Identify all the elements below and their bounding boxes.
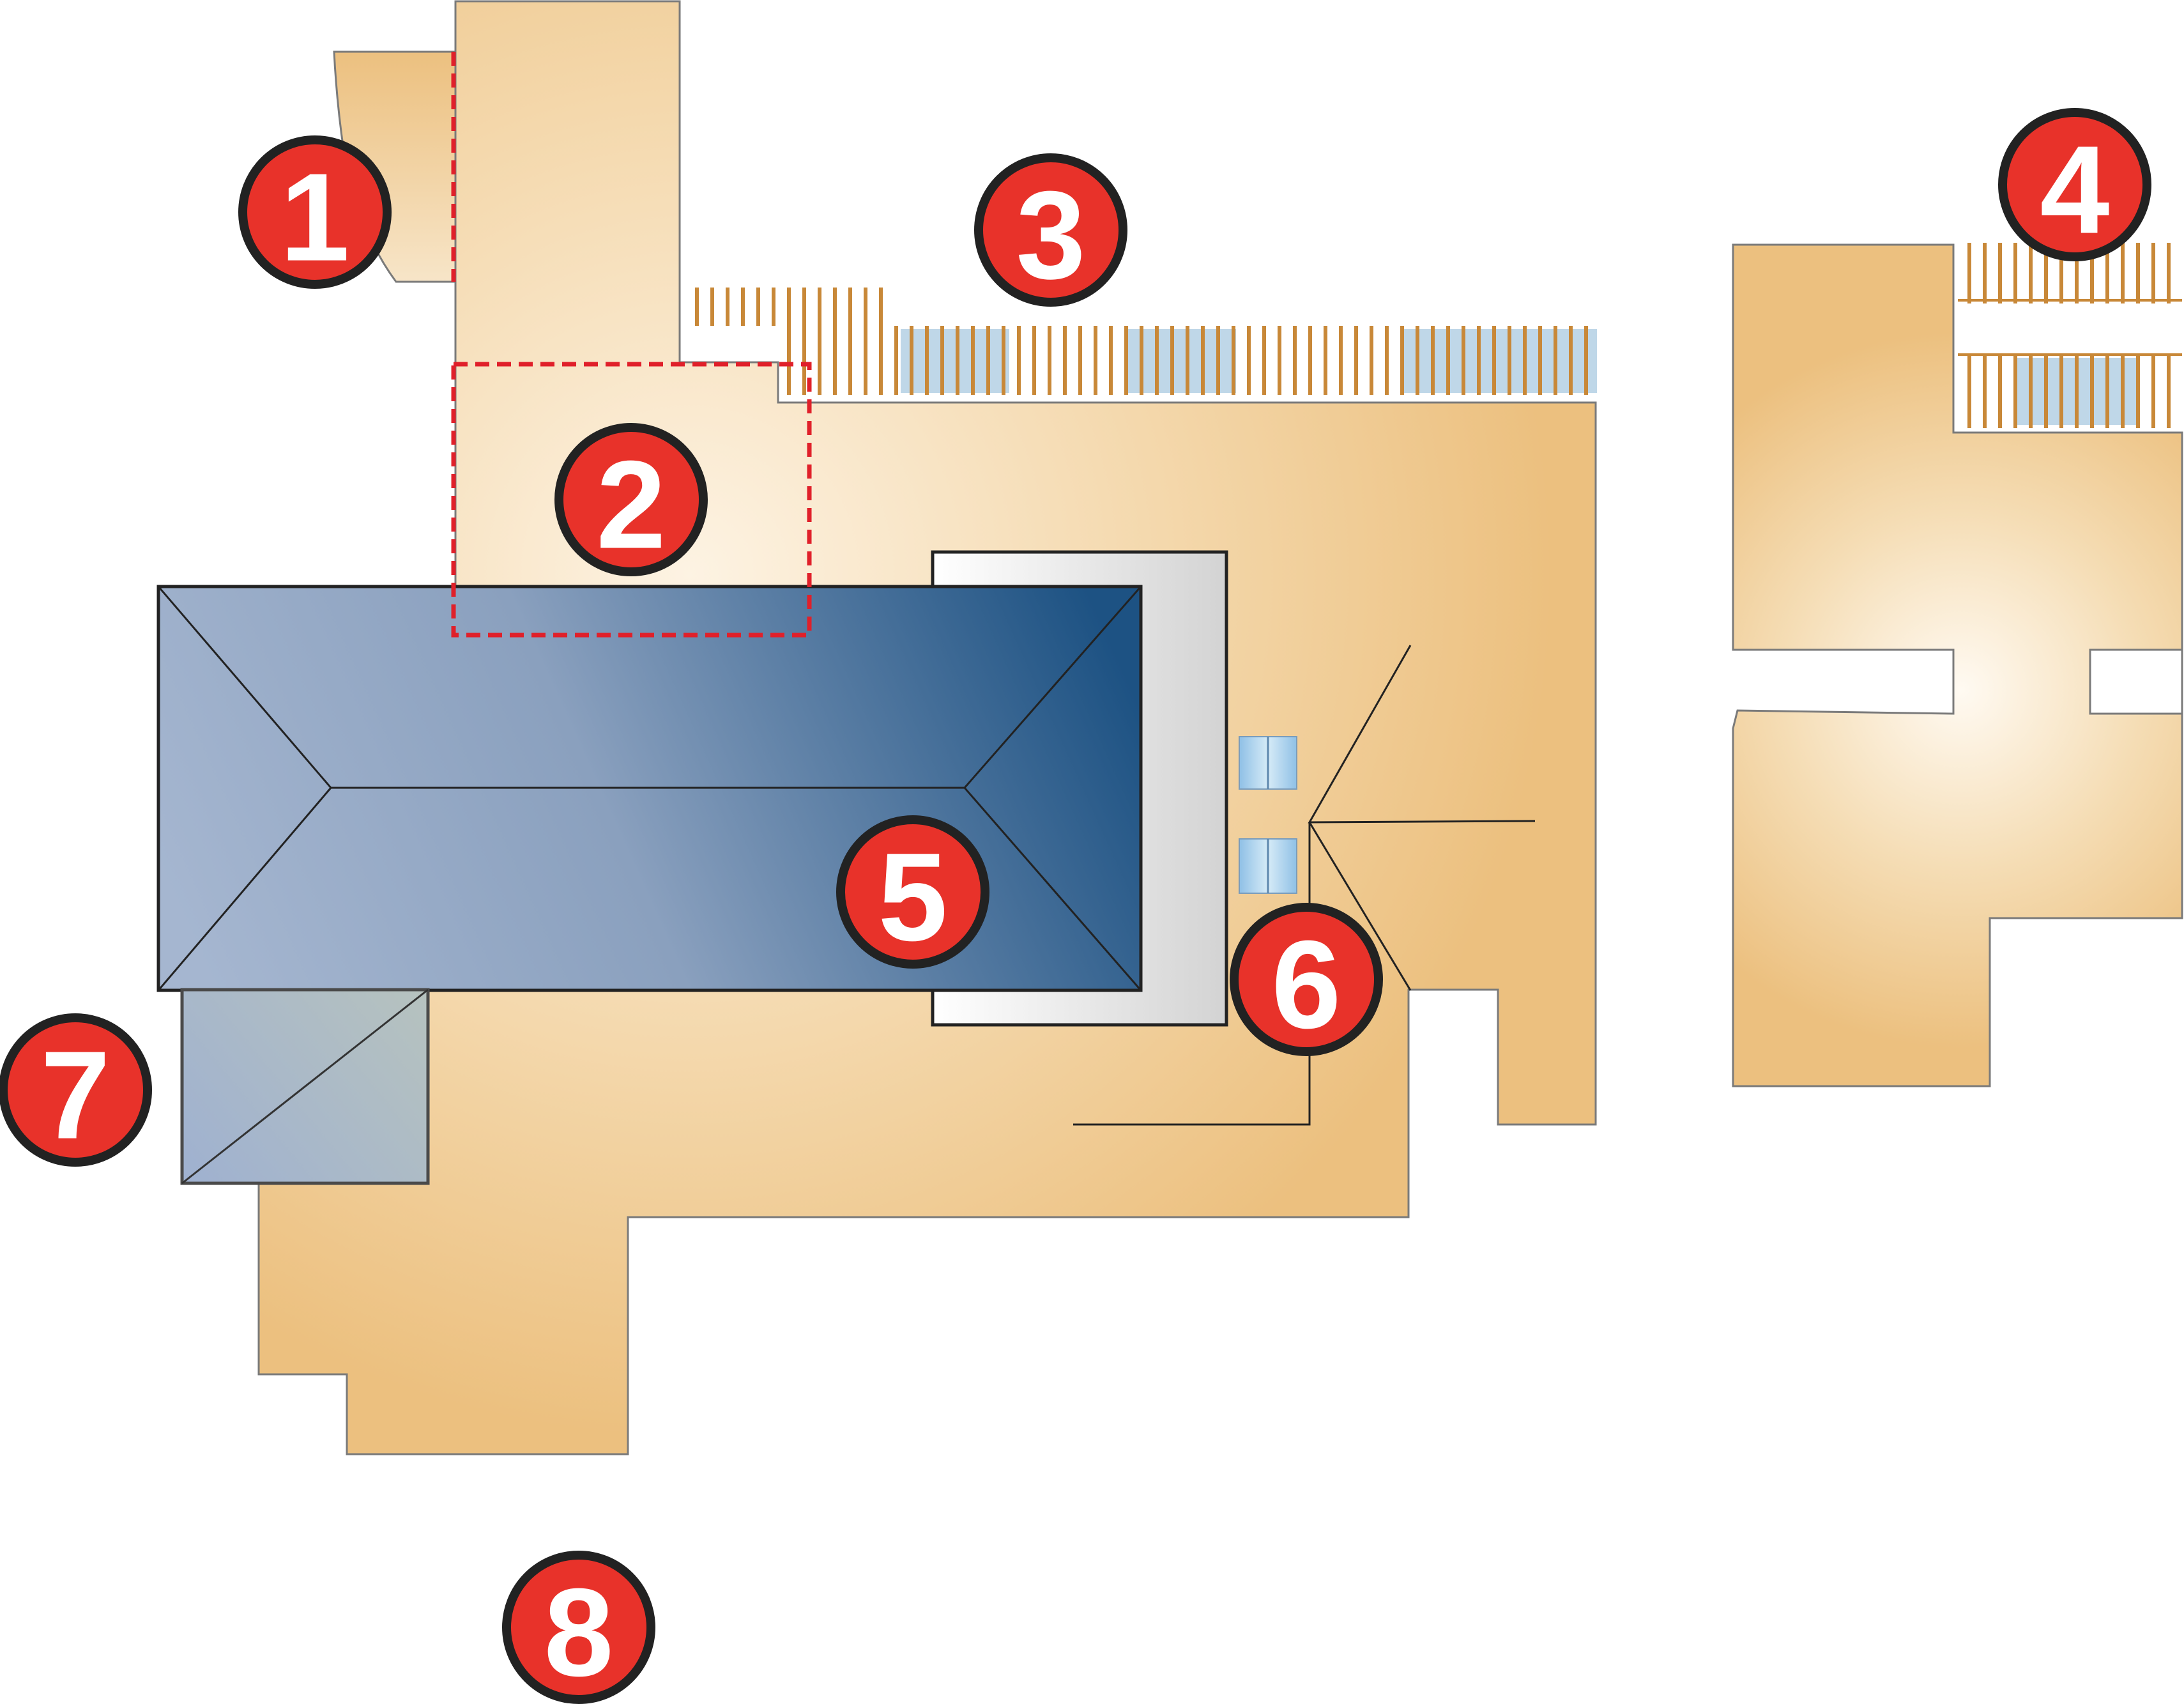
glass-panes xyxy=(1239,736,1297,894)
marker-2-label: 2 xyxy=(596,435,666,575)
marker-7-label: 7 xyxy=(40,1025,110,1165)
marker-5: 5 xyxy=(836,815,989,969)
marker-1-label: 1 xyxy=(280,148,349,288)
area-7-annex-roof xyxy=(180,988,430,1185)
marker-5-label: 5 xyxy=(878,827,947,967)
marker-8: 8 xyxy=(502,1551,655,1704)
marker-6-label: 6 xyxy=(1271,915,1341,1055)
marker-3-label: 3 xyxy=(1016,165,1085,305)
area-5-roof xyxy=(157,585,1143,992)
marker-2: 2 xyxy=(554,423,708,576)
marker-1: 1 xyxy=(238,135,392,289)
marker-8-label: 8 xyxy=(544,1563,613,1703)
dashed-outlines xyxy=(451,52,812,638)
area-4-building xyxy=(1732,243,2183,1087)
marker-3: 3 xyxy=(974,153,1127,307)
marker-7: 7 xyxy=(0,1013,152,1167)
area-3-railings xyxy=(683,243,2182,428)
marker-4-label: 4 xyxy=(2040,120,2109,260)
marker-4: 4 xyxy=(1998,108,2151,261)
marker-6: 6 xyxy=(1230,903,1383,1056)
